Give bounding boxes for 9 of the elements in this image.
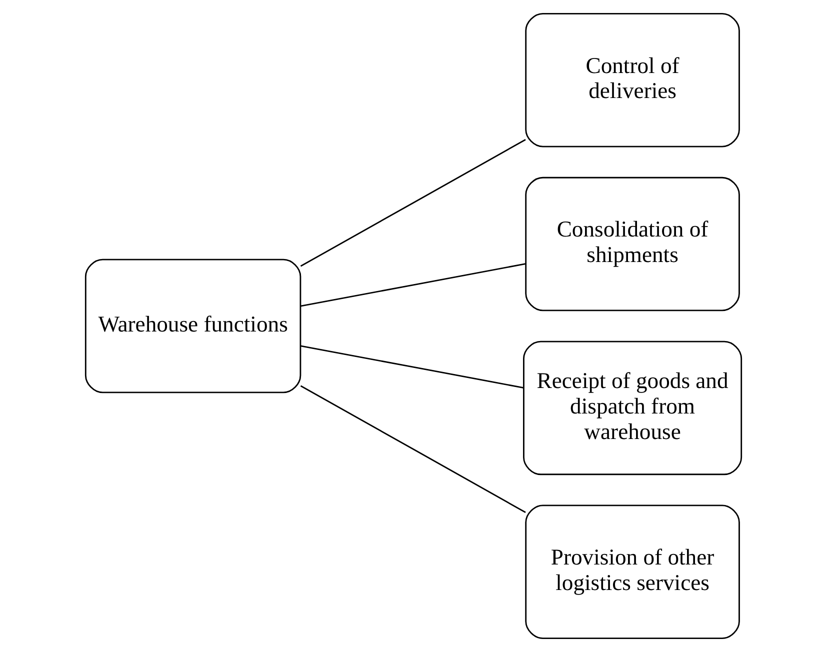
- node-box: Control of deliveries: [524, 12, 740, 148]
- connector: [300, 263, 526, 307]
- connector: [300, 138, 526, 267]
- node-box: Provision of other logistics services: [524, 504, 740, 640]
- node-box: Warehouse functions: [84, 258, 301, 394]
- node-box: Receipt of goods and dispatch from warehouse: [522, 340, 742, 476]
- connector: [300, 385, 526, 514]
- connector: [300, 345, 524, 388]
- node-box: Consolidation of shipments: [524, 176, 740, 312]
